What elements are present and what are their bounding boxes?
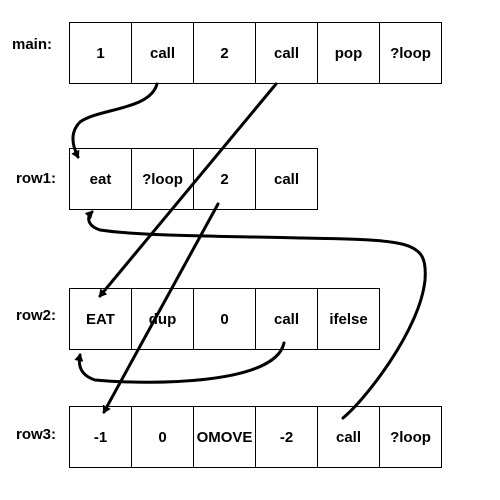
cell: 1 xyxy=(69,22,132,84)
cell: call xyxy=(255,148,318,210)
cell: pop xyxy=(317,22,380,84)
cell: ?loop xyxy=(379,406,442,468)
row3-cells: -1 0 OMOVE -2 call ?loop xyxy=(69,406,442,468)
cell: 0 xyxy=(193,288,256,350)
row1-cells: eat ?loop 2 call xyxy=(69,148,318,210)
row-label-row3: row3: xyxy=(16,426,57,443)
cell: call xyxy=(255,288,318,350)
row-label-row2: row2: xyxy=(16,307,57,324)
arrow-main-call-to-row1 xyxy=(71,82,159,159)
cell: 2 xyxy=(193,148,256,210)
cell: call xyxy=(131,22,194,84)
cell: eat xyxy=(69,148,132,210)
cell: ?loop xyxy=(131,148,194,210)
cell: -1 xyxy=(69,406,132,468)
cell: ifelse xyxy=(317,288,380,350)
cell: call xyxy=(317,406,380,468)
cell: -2 xyxy=(255,406,318,468)
cell: dup xyxy=(131,288,194,350)
cell: ?loop xyxy=(379,22,442,84)
row-label-row1: row1: xyxy=(16,170,57,187)
cell: EAT xyxy=(69,288,132,350)
cell: 2 xyxy=(193,22,256,84)
cell: call xyxy=(255,22,318,84)
cell: OMOVE xyxy=(193,406,256,468)
row-main-cells: 1 call 2 call pop ?loop xyxy=(69,22,442,84)
row-label-main: main: xyxy=(12,36,53,53)
row2-cells: EAT dup 0 call ifelse xyxy=(69,288,380,350)
cell: 0 xyxy=(131,406,194,468)
